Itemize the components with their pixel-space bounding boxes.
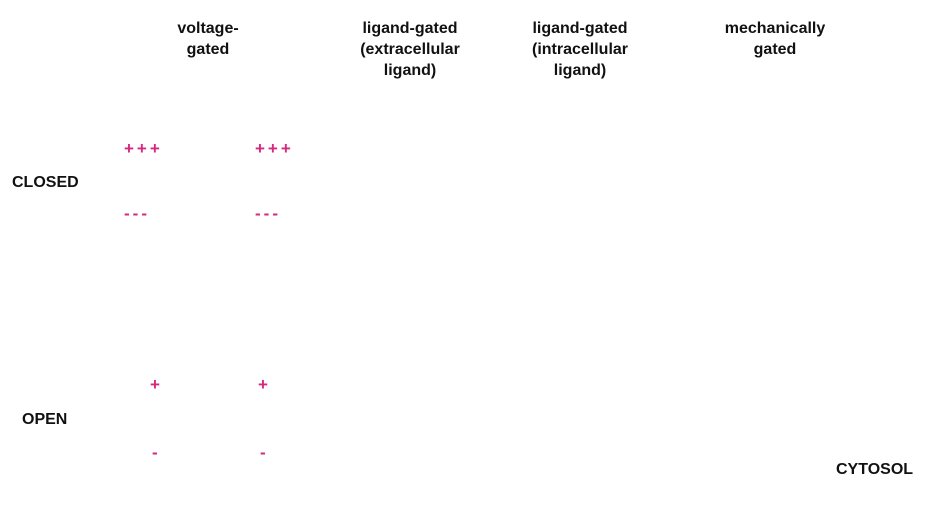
column-title-ligand-gated-extracellular: ligand-gated (extracellular ligand) — [360, 20, 460, 79]
mechanically-gated-channel-closed — [706, 144, 846, 268]
ligand-gated-extracellular-channel-closed — [372, 108, 450, 222]
ligand-gated-intracellular-channel-closed — [546, 150, 620, 266]
transition-arrows — [199, 284, 782, 334]
charge-positive-right-closed: +++ — [255, 139, 294, 158]
voltage-gated-channel-closed — [177, 145, 245, 223]
ligand-gated-intracellular-channel-open — [534, 384, 630, 490]
cytosol-label: CYTOSOL — [836, 461, 914, 478]
row-label-closed: CLOSED — [12, 174, 79, 191]
extracellular-ligands — [352, 94, 470, 139]
membrane-open — [93, 393, 879, 450]
charge-negative-left-open: - — [152, 443, 161, 462]
charge-negative-right-closed: --- — [255, 204, 281, 223]
column-title-ligand-gated-intracellular: ligand-gated (intracellular ligand) — [531, 20, 629, 79]
intracellular-ligands — [522, 228, 642, 279]
ligand-gated-extracellular-channel-open — [362, 344, 462, 458]
column-title-mechanically-gated: mechanically gated — [724, 20, 826, 58]
membrane-closed — [93, 156, 879, 213]
mechanically-gated-channel-open — [712, 380, 840, 506]
row-label-open: OPEN — [22, 411, 68, 428]
charge-positive-right-open: + — [258, 375, 271, 394]
charge-negative-right-open: - — [260, 443, 269, 462]
charge-positive-left-open: + — [150, 375, 163, 394]
voltage-gated-channel-open — [169, 382, 253, 460]
charge-positive-left-closed: +++ — [124, 139, 163, 158]
column-title-voltage-gated: voltage- gated — [177, 20, 239, 58]
charge-negative-left-closed: --- — [124, 204, 150, 223]
